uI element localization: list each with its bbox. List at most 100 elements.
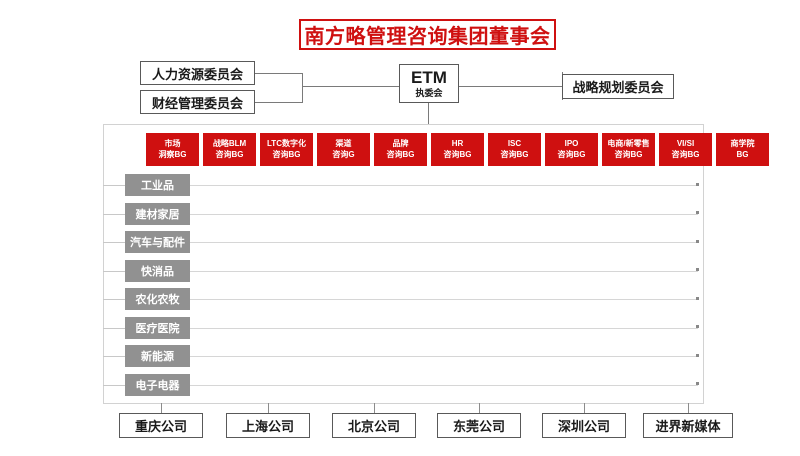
page-title-text: 南方略管理咨询集团董事会 [304, 26, 551, 48]
industry-row-connector [103, 270, 125, 272]
industry-label: 工业品 [141, 180, 174, 192]
company-label: 进界新媒体 [655, 419, 721, 434]
industry-box[interactable]: 医疗医院 [125, 316, 190, 339]
business-group-label-line1: LTC数字化 [267, 139, 306, 149]
industry-row-endpoint [696, 353, 699, 357]
industry-row-endpoint [696, 211, 699, 214]
industry-row: 电子电器 [103, 373, 704, 396]
company-label: 重庆公司 [134, 419, 187, 434]
industry-row-endpoint [696, 382, 699, 385]
industry-row-endpoint [696, 325, 699, 328]
business-group-label-line1: 市场 [164, 139, 181, 149]
business-group-box[interactable]: LTC数字化咨询BG [260, 133, 313, 166]
company-box[interactable]: 上海公司 [226, 413, 310, 438]
etm-label-main: ETM [411, 67, 447, 87]
industry-label: 电子电器 [135, 379, 180, 392]
business-group-label-line2: 咨询G [332, 149, 355, 159]
industry-box[interactable]: 快消品 [125, 259, 190, 282]
committee-box-finance[interactable]: 财经管理委员会 [140, 90, 255, 114]
connector-etm-to-matrix [428, 103, 430, 124]
industry-box[interactable]: 新能源 [125, 345, 190, 367]
business-group-label-line1: 战略BLM [212, 139, 247, 149]
company-box[interactable]: 进界新媒体 [643, 413, 733, 438]
industry-label: 医疗医院 [135, 322, 180, 335]
company-label: 深圳公司 [557, 419, 610, 434]
business-group-label-line1: 电商/新零售 [607, 139, 650, 149]
industry-row: 建材家居 [103, 202, 704, 225]
business-group-label-line1: 渠道 [335, 139, 352, 149]
industry-row-endpoint [696, 296, 699, 300]
industry-row-line [190, 270, 698, 272]
company-box[interactable]: 东莞公司 [437, 413, 521, 438]
business-group-label-line2: 咨询BG [272, 149, 301, 159]
business-group-label-line2: 咨询BG [671, 149, 700, 159]
industry-box[interactable]: 汽车与配件 [125, 231, 190, 253]
committee-box-etm[interactable]: ETM 执委会 [399, 64, 459, 103]
industry-label: 汽车与配件 [130, 237, 185, 249]
industry-row-endpoint [696, 239, 699, 243]
business-group-label-line2: 咨询BG [215, 149, 244, 159]
business-group-label-line2: 咨询BG [500, 149, 529, 159]
business-group-label-line2: BG [736, 149, 749, 159]
industry-row-line [190, 299, 698, 301]
industry-row: 新能源 [103, 345, 704, 367]
company-connector [688, 403, 690, 413]
business-group-box[interactable]: 渠道咨询G [317, 133, 370, 166]
committee-label-finance: 财经管理委员会 [151, 95, 243, 111]
connector-etm-to-strategy [459, 86, 563, 88]
industry-row: 汽车与配件 [103, 231, 704, 253]
industry-row-connector [103, 384, 125, 386]
business-group-label-line1: VI/SI [676, 139, 695, 149]
industry-row-line [190, 327, 698, 329]
connector-bracket-vertical-left [302, 72, 304, 103]
business-group-label-line1: 品牌 [392, 139, 409, 149]
industry-box[interactable]: 建材家居 [125, 202, 190, 225]
business-group-label-line2: 咨询BG [614, 149, 643, 159]
company-connector [584, 403, 586, 413]
page-title: 南方略管理咨询集团董事会 [299, 19, 556, 50]
industry-row: 工业品 [103, 174, 704, 196]
business-group-box[interactable]: 品牌咨询BG [374, 133, 427, 166]
industry-row-connector [103, 299, 125, 301]
committee-box-strategy[interactable]: 战略规划委员会 [562, 74, 674, 99]
industry-label: 农化农牧 [135, 294, 180, 306]
connector-finance-to-bracket [255, 101, 303, 103]
industry-row-connector [103, 327, 125, 329]
industry-row-line [190, 185, 698, 187]
business-group-label-line2: 咨询BG [386, 149, 415, 159]
business-group-label-line1: HR [451, 139, 464, 149]
business-group-box[interactable]: 电商/新零售咨询BG [602, 133, 655, 166]
company-connector [374, 403, 376, 413]
company-box[interactable]: 北京公司 [332, 413, 416, 438]
connector-bracket-to-etm [302, 86, 400, 88]
company-box[interactable]: 重庆公司 [119, 413, 203, 438]
industry-row: 农化农牧 [103, 288, 704, 310]
company-connector [161, 403, 163, 413]
business-group-label-line2: 洞察BG [158, 149, 187, 159]
industry-box[interactable]: 工业品 [125, 174, 190, 196]
etm-label-sub: 执委会 [415, 87, 443, 98]
business-group-label-line1: ISC [507, 139, 522, 149]
committee-label-hr: 人力资源委员会 [151, 66, 243, 82]
industry-label: 快消品 [141, 265, 174, 278]
industry-box[interactable]: 农化农牧 [125, 288, 190, 310]
business-group-label-line2: 咨询BG [443, 149, 472, 159]
company-box[interactable]: 深圳公司 [542, 413, 626, 438]
committee-box-hr[interactable]: 人力资源委员会 [140, 61, 255, 85]
industry-label: 建材家居 [135, 208, 180, 221]
company-label: 东莞公司 [452, 419, 505, 434]
matrix-container [103, 124, 704, 404]
industry-box[interactable]: 电子电器 [125, 373, 190, 396]
company-connector [268, 403, 270, 413]
industry-row-connector [103, 242, 125, 244]
industry-row-endpoint [696, 268, 699, 271]
business-group-box[interactable]: 市场洞察BG [146, 133, 199, 166]
industry-row-line [190, 213, 698, 215]
